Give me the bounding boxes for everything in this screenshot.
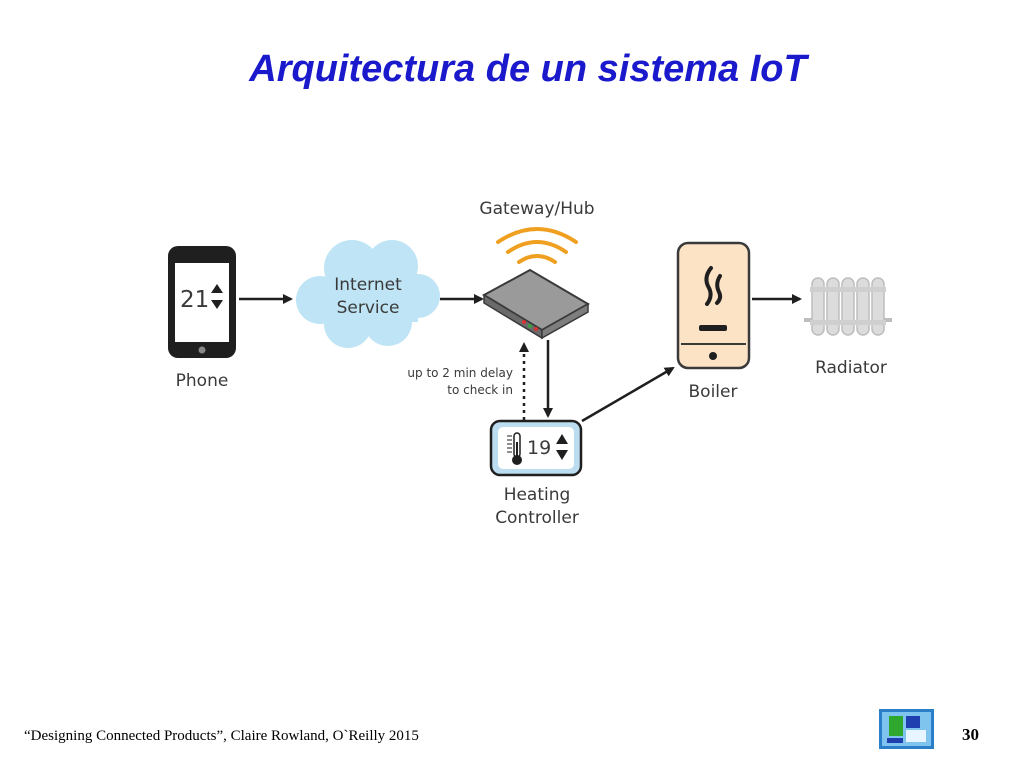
heating-controller-line2: Controller: [495, 508, 579, 528]
flame-icon: [704, 266, 723, 306]
wifi-signal-icon: [496, 227, 578, 264]
phone-display-value: 21: [180, 287, 209, 313]
controller-display-value: 19: [527, 437, 551, 459]
source-citation: “Designing Connected Products”, Claire R…: [24, 728, 419, 744]
thermometer-icon: [507, 432, 522, 465]
logo-icon: [879, 709, 934, 749]
slide-title: Arquitectura de un sistema IoT: [249, 48, 807, 90]
internet-service-line1: Internet: [334, 275, 402, 295]
radiator-icon: [804, 277, 892, 336]
page-number: 30: [962, 725, 979, 744]
heating-controller-line1: Heating: [504, 485, 571, 505]
phone-icon: [168, 246, 236, 358]
delay-note-line1: up to 2 min delay: [407, 366, 513, 380]
radiator-label: Radiator: [815, 358, 887, 378]
controller-up-down-icon: [556, 434, 568, 460]
cloud-icon: [296, 240, 440, 348]
arrow-controller-to-boiler: [581, 366, 675, 423]
boiler-icon: [676, 241, 751, 370]
boiler-label: Boiler: [689, 382, 738, 402]
phone-label: Phone: [176, 371, 229, 391]
internet-service-line2: Service: [337, 298, 400, 318]
delay-note-line2: to check in: [447, 383, 513, 397]
gateway-label: Gateway/Hub: [479, 199, 594, 219]
gateway-hub-icon: [481, 268, 591, 340]
